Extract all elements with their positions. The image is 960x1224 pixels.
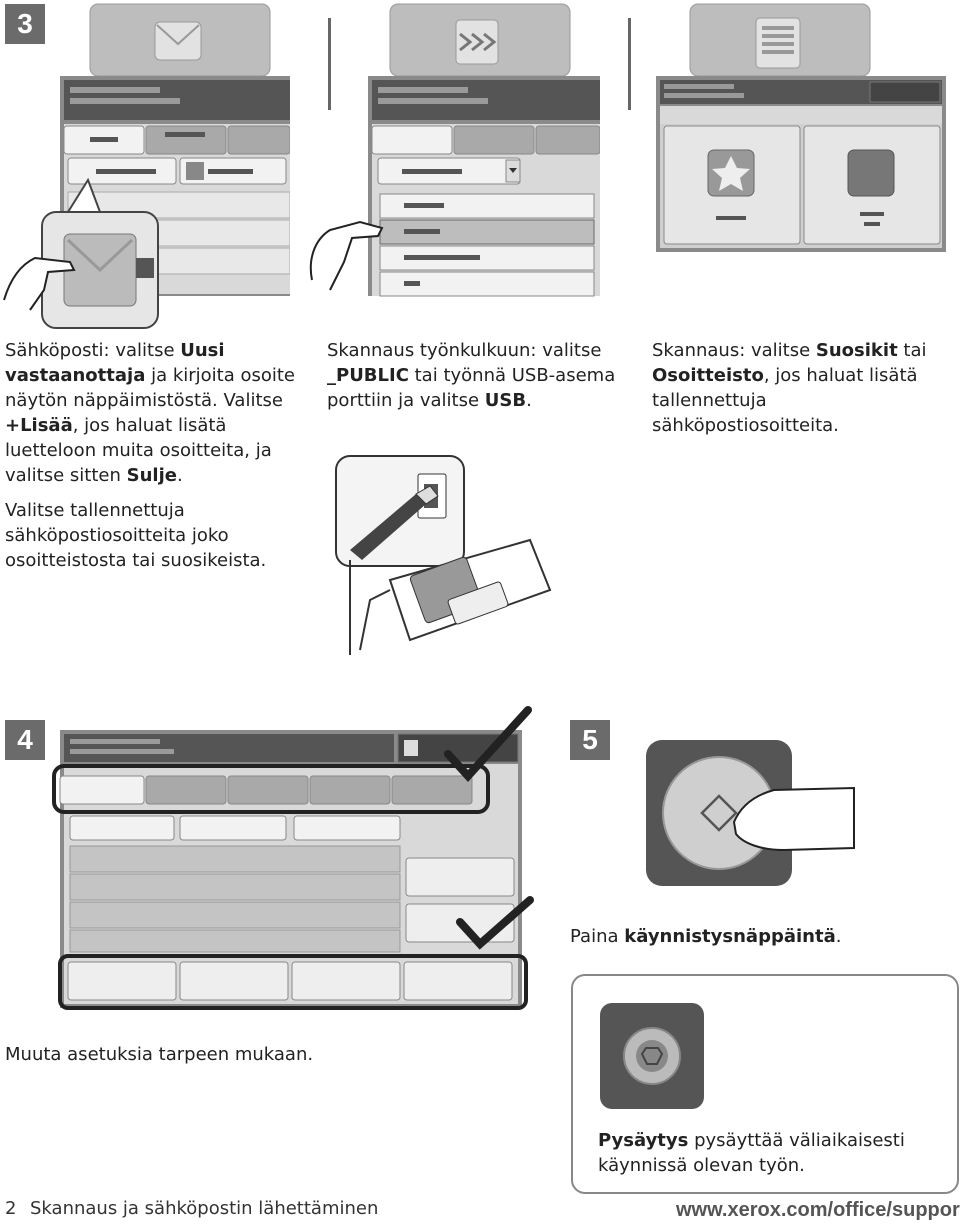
bold-term: _PUBLIC	[327, 365, 409, 386]
step-4-caption: Muuta asetuksia tarpeen mukaan.	[5, 1044, 314, 1065]
text-run: ja kirjoita osoite näytön näppäimistöstä…	[5, 365, 296, 411]
text-run: tai	[897, 340, 927, 361]
text-run: pysäyttää väliaikaisesti käynnissä oleva…	[598, 1130, 905, 1176]
usb-printer-illustration	[335, 455, 552, 655]
email-instructions: Sähköposti: valitse Uusi vastaanottaja j…	[5, 338, 323, 583]
text-run: Paina	[570, 926, 625, 947]
email-screen-illustration	[3, 3, 290, 329]
scan-instructions: Skannaus: valitse Suosikit tai Osoitteis…	[652, 338, 957, 448]
text-run: Sähköposti: valitse	[5, 340, 181, 361]
page-number: 2	[5, 1198, 17, 1219]
text-run: Skannaus työnkulkuun: valitse	[327, 340, 602, 361]
email-paragraph-1: Sähköposti: valitse Uusi vastaanottaja j…	[5, 338, 323, 488]
bold-term: käynnistysnäppäintä	[624, 926, 836, 947]
start-button-illustration	[646, 740, 855, 886]
bold-term: Pysäytys	[598, 1130, 689, 1151]
workflow-screen-illustration	[309, 3, 600, 297]
settings-screen-illustration	[52, 706, 534, 1010]
bold-term: USB	[484, 390, 527, 411]
text-run: .	[526, 390, 532, 411]
text-run: .	[835, 926, 842, 947]
bold-term: Uusi vastaanottaja	[5, 340, 225, 386]
step-4-number: 4	[5, 720, 45, 760]
separator	[628, 18, 631, 110]
separator	[328, 18, 331, 110]
scan-screen-illustration	[656, 3, 946, 252]
text-run: tai työnnä USB-asema porttiin ja valitse	[327, 365, 616, 411]
text-run: , jos haluat lisätä tallennettuja sähköp…	[652, 365, 918, 436]
text-run: Skannaus: valitse	[652, 340, 816, 361]
stop-button-icon	[600, 1003, 704, 1109]
section-title: Skannaus ja sähköpostin lähettäminen	[30, 1198, 379, 1219]
support-link[interactable]: www.xerox.com/office/support	[676, 1199, 960, 1221]
workflow-instructions: Skannaus työnkulkuun: valitse _PUBLIC ta…	[327, 338, 627, 423]
stop-note-callout: Pysäytys pysäyttää väliaikaisesti käynni…	[571, 974, 959, 1194]
workflow-paragraph: Skannaus työnkulkuun: valitse _PUBLIC ta…	[327, 338, 627, 413]
scan-paragraph: Skannaus: valitse Suosikit tai Osoitteis…	[652, 338, 957, 438]
bold-term: +Lisää	[5, 415, 73, 436]
step-3-number: 3	[5, 4, 45, 44]
bold-term: Osoitteisto	[652, 365, 764, 386]
step-5-caption: Paina käynnistysnäppäintä.	[570, 924, 950, 949]
text-run: .	[176, 465, 183, 486]
stop-note-text: Pysäytys pysäyttää väliaikaisesti käynni…	[598, 1128, 938, 1178]
text-run: , jos haluat lisätä luetteloon muita oso…	[5, 415, 272, 486]
bold-term: Sulje	[126, 465, 177, 486]
step-5-number: 5	[570, 720, 610, 760]
bold-term: Suosikit	[815, 340, 898, 361]
email-paragraph-2: Valitse tallennettuja sähköpostiosoittei…	[5, 500, 267, 571]
